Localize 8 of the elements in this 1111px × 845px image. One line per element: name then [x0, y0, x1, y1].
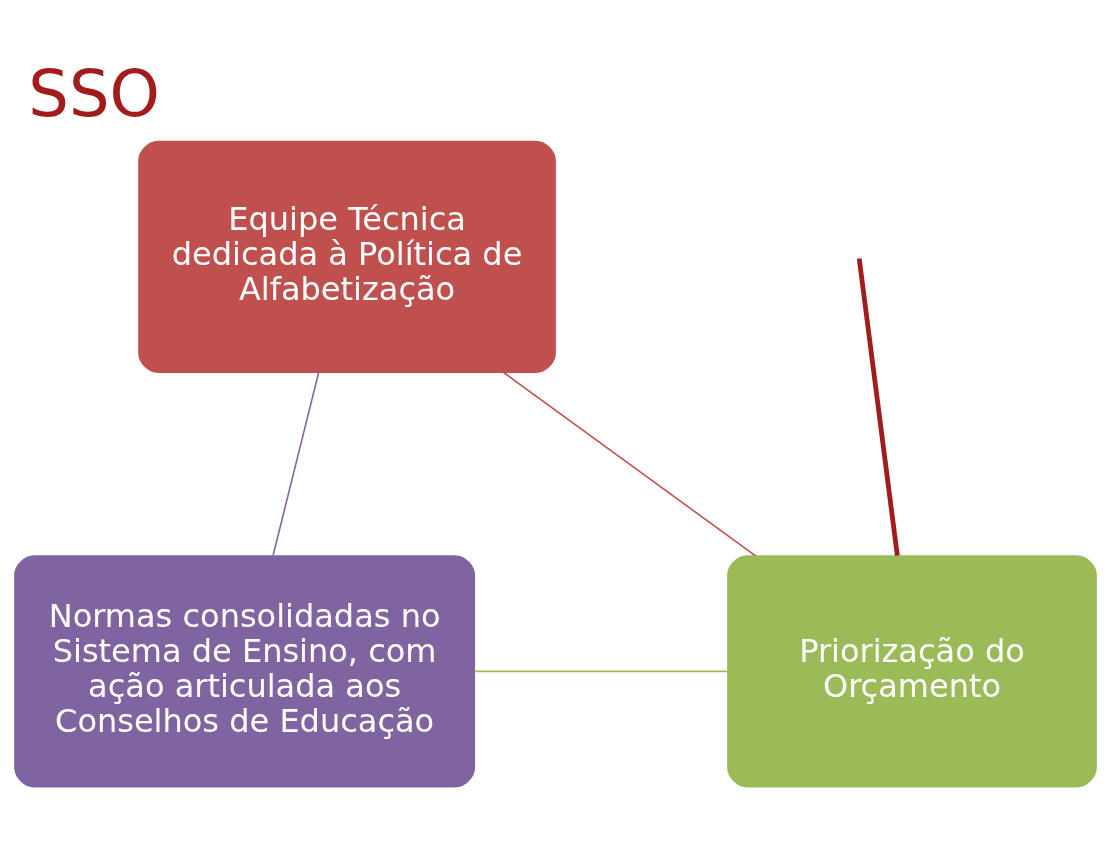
connector [473, 670, 729, 673]
node-box: Priorização do Orçamento [727, 555, 1097, 788]
connector [272, 371, 320, 557]
node-box: Normas consolidadas no Sistema de Ensino, com ação articulada aos Conselhos de Educação [14, 555, 476, 788]
diagram-title: SSO [28, 57, 160, 132]
connector [856, 258, 900, 556]
node-box: Equipe Técnica dedicada à Política de Alfabetização [138, 140, 556, 373]
connector [502, 371, 757, 557]
